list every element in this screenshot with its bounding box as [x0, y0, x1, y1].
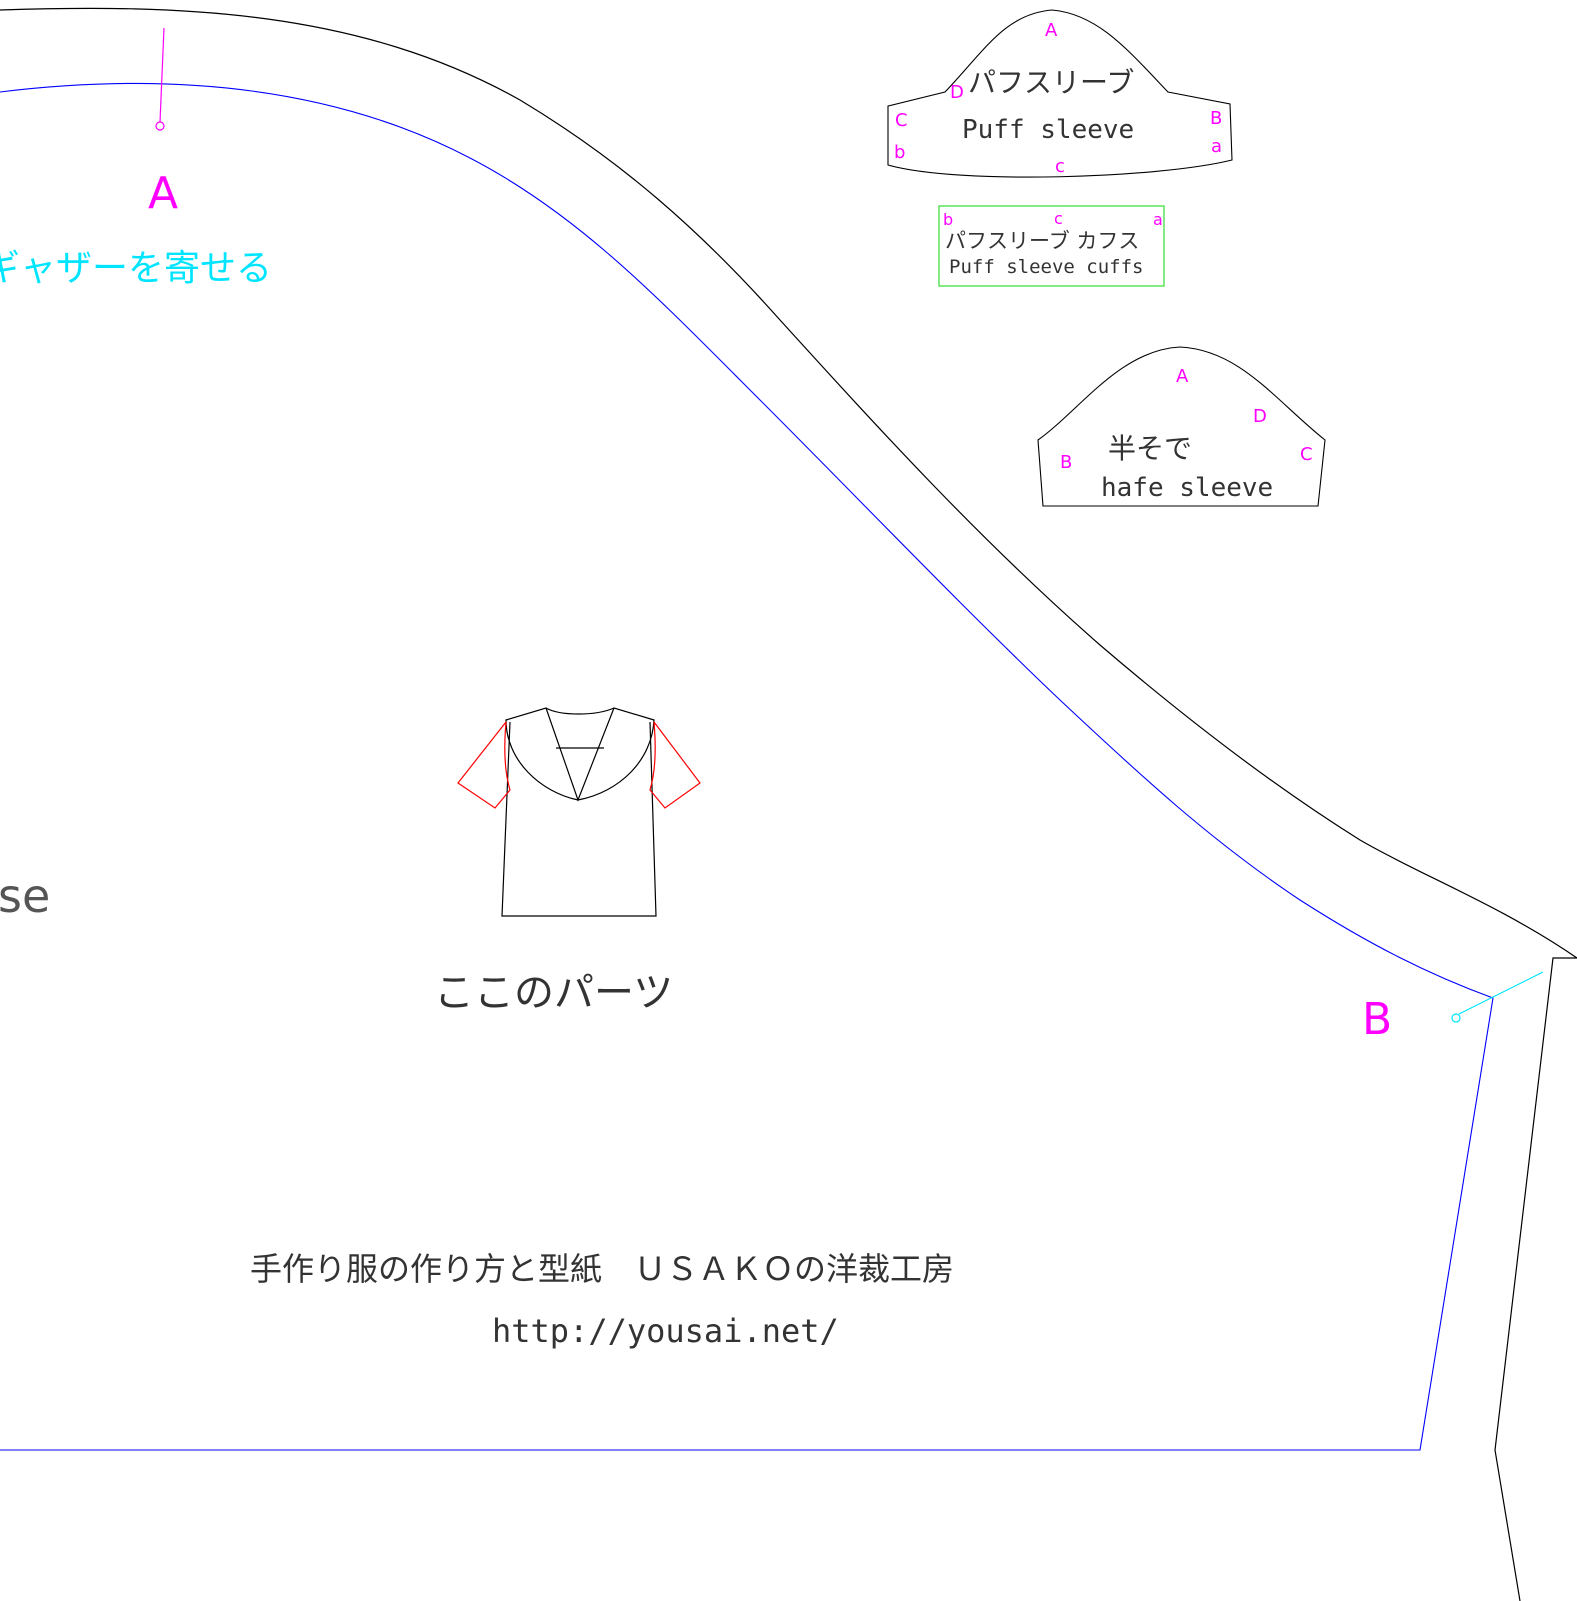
pin-marker-icon	[155, 121, 165, 131]
half-mark-A: A	[1176, 366, 1189, 387]
half-mark-C: C	[1300, 444, 1313, 465]
cuffs-mark-b: b	[943, 210, 953, 229]
mark-a-label: A	[148, 168, 178, 219]
main-piece-cut-line-side	[1494, 957, 1577, 1601]
credit-url: http://yousai.net/	[492, 1312, 839, 1350]
puff-sleeve-label-en: Puff sleeve	[962, 115, 1134, 145]
credit-line: 手作り服の作り方と型紙 ＵＳＡＫＯの洋裁工房	[250, 1250, 954, 1288]
puff-mark-B: B	[1210, 108, 1222, 129]
puff-sleeve-outline	[887, 9, 1233, 178]
puff-cuffs-label-en: Puff sleeve cuffs	[949, 256, 1143, 278]
puff-mark-A: A	[1045, 20, 1058, 41]
thumbnail-caption: ここのパーツ	[434, 970, 673, 1016]
half-mark-B: B	[1060, 452, 1072, 473]
main-piece-seam-line	[0, 82, 1494, 1451]
puff-mark-a: a	[1211, 136, 1222, 157]
notch-a-line	[159, 27, 165, 123]
puff-mark-b: b	[894, 142, 905, 163]
pin-marker-icon	[1451, 1013, 1461, 1023]
cuffs-mark-a: a	[1153, 210, 1163, 229]
gather-note: ギャザーを寄せる	[0, 248, 272, 289]
sailor-blouse-icon	[457, 707, 701, 917]
half-sleeve-outline	[1037, 346, 1326, 507]
puff-mark-D: D	[950, 82, 964, 103]
mark-b-label: B	[1362, 994, 1392, 1045]
puff-mark-c: c	[1055, 156, 1065, 177]
notch-b-line	[1458, 971, 1544, 1015]
half-sleeve-label-jp: 半そで	[1108, 432, 1192, 465]
half-mark-D: D	[1253, 406, 1267, 427]
half-sleeve-label-en: hafe sleeve	[1101, 473, 1273, 503]
puff-sleeve-label-jp: パフスリーブ	[968, 66, 1134, 99]
puff-cuffs-frame	[938, 205, 1165, 287]
main-piece-cut-line	[0, 7, 1577, 959]
puff-mark-C: C	[895, 110, 908, 131]
puff-cuffs-label-jp: パフスリーブ カフス	[945, 229, 1139, 253]
cuffs-mark-c: c	[1054, 209, 1063, 228]
partial-title: se	[0, 869, 50, 923]
